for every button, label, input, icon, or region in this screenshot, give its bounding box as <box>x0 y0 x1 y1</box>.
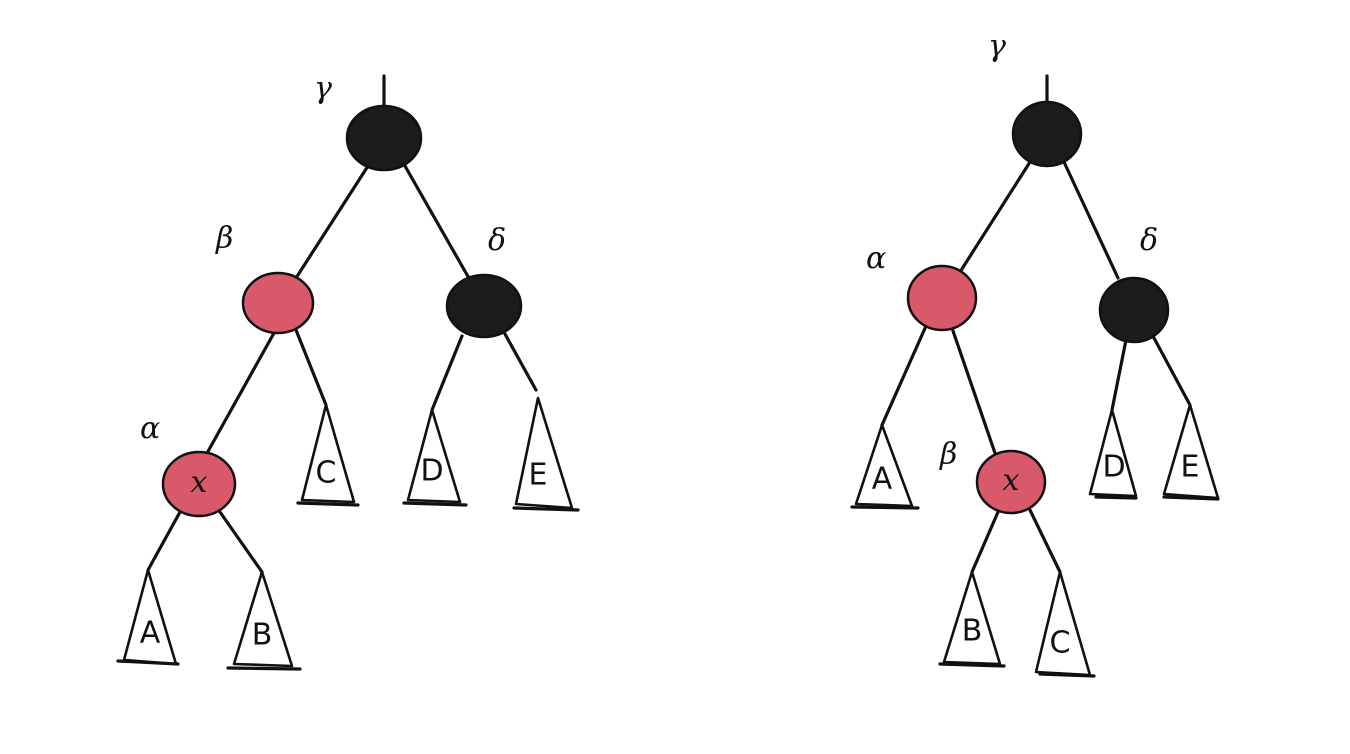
right-subtree-e-label: E <box>1181 450 1200 485</box>
right-node-x-label: x <box>1003 463 1020 498</box>
left-edge-beta-c <box>294 328 328 407</box>
left-subtree-c-label: C <box>316 456 337 491</box>
left-node-delta <box>445 273 523 339</box>
right-label-alpha: α <box>866 241 886 276</box>
left-node-beta <box>241 271 315 335</box>
left-label-gamma: γ <box>314 71 332 106</box>
left-subtree-d: D <box>402 408 468 507</box>
right-subtree-c: C <box>1034 570 1096 678</box>
left-label-alpha: α <box>140 411 160 446</box>
left-subtree-b: B <box>226 570 302 671</box>
right-node-gamma <box>1011 100 1083 168</box>
right-subtree-a-label: A <box>872 462 893 497</box>
right-subtree-d-label: D <box>1102 450 1125 485</box>
right-label-beta: β <box>939 437 957 472</box>
left-edge-gamma-beta <box>294 164 370 280</box>
right-edge-delta-e <box>1152 336 1192 407</box>
right-edge-alpha-a <box>880 324 928 427</box>
right-edge-gamma-alpha <box>958 160 1032 274</box>
left-node-x-label: x <box>191 465 208 500</box>
right-edge-x-c <box>1028 508 1062 574</box>
right-tree: A B C D E x γ α δ β <box>850 29 1220 678</box>
right-subtree-a: A <box>850 423 920 510</box>
left-subtree-e-label: E <box>529 458 548 493</box>
left-label-delta: δ <box>488 223 506 258</box>
right-label-delta: δ <box>1140 223 1158 258</box>
left-label-beta: β <box>215 221 233 256</box>
left-subtree-e: E <box>512 396 580 512</box>
right-subtree-d: D <box>1088 408 1138 500</box>
left-edge-x-b <box>218 510 264 574</box>
right-node-alpha <box>906 264 978 332</box>
left-edge-delta-d <box>430 334 464 412</box>
right-edge-gamma-delta <box>1062 160 1120 280</box>
left-subtree-a-label: A <box>140 616 161 651</box>
left-edge-gamma-delta <box>403 164 472 282</box>
left-node-gamma <box>345 104 423 172</box>
right-edge-alpha-x <box>950 326 998 458</box>
left-edge-delta-e <box>503 332 538 392</box>
right-subtree-e: E <box>1162 403 1220 501</box>
right-node-x <box>975 449 1047 515</box>
left-subtree-c: C <box>296 403 360 507</box>
right-edge-x-b <box>970 510 1000 574</box>
left-edge-beta-x <box>204 331 276 457</box>
left-edge-x-a <box>146 510 182 572</box>
left-node-x <box>161 450 237 518</box>
right-label-gamma: γ <box>988 29 1006 64</box>
right-edge-delta-d <box>1110 338 1128 412</box>
left-subtree-d-label: D <box>420 454 443 489</box>
right-node-delta <box>1098 276 1170 344</box>
left-tree: A B C D E x γ β δ α <box>116 71 580 671</box>
left-subtree-b-label: B <box>252 618 273 653</box>
right-subtree-b-label: B <box>962 614 983 649</box>
right-subtree-c-label: C <box>1050 626 1071 661</box>
right-subtree-b: B <box>938 570 1006 668</box>
left-subtree-a: A <box>116 568 180 666</box>
